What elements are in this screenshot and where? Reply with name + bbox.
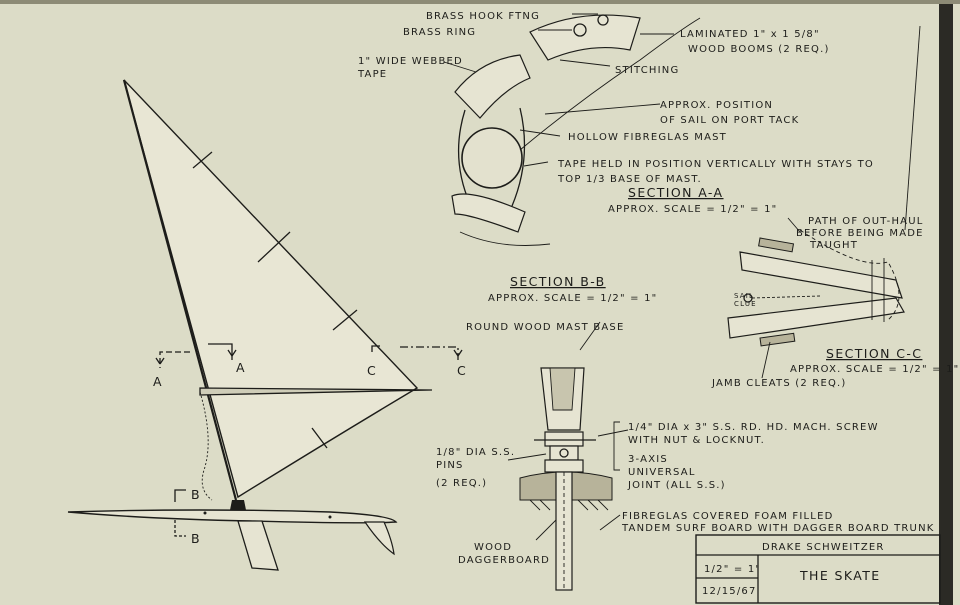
ujoint-upper <box>544 431 584 447</box>
jamb-cleat-lower <box>759 332 796 347</box>
screw-label-2: WITH NUT & LOCKNUT. <box>628 435 765 446</box>
laminated-label-1: LAMINATED 1" x 1 5/8" <box>680 29 820 40</box>
jamb-cleat-upper <box>758 237 795 253</box>
laminated-label-2: WOOD BOOMS (2 REQ.) <box>688 44 830 55</box>
surfboard-label-2: TANDEM SURF BOARD WITH DAGGER BOARD TRUN… <box>621 523 935 534</box>
section-aa-scale: APPROX. SCALE = 1/2" = 1" <box>608 204 777 215</box>
title-block <box>695 534 941 604</box>
section-c-c-drawing <box>727 217 905 379</box>
batten-3 <box>332 309 358 331</box>
ujoint-label-1: 3-AXIS <box>628 454 668 465</box>
tape-held-label-1: TAPE HELD IN POSITION VERTICALLY WITH ST… <box>557 159 874 170</box>
section-a-marker-left <box>159 351 190 368</box>
skeg <box>363 521 395 556</box>
ujoint-lower <box>544 459 584 473</box>
boom-c-lower <box>727 297 905 339</box>
section-b-marker-top <box>174 489 186 502</box>
mast-step <box>230 500 246 510</box>
hollow-mast-label: HOLLOW FIBREGLAS MAST <box>568 132 727 143</box>
section-b-marker-bottom <box>174 520 186 537</box>
drawing-title: THE SKATE <box>799 568 881 583</box>
surfboard <box>67 509 398 524</box>
mark-a-right: A <box>236 360 246 375</box>
mark-b-bottom: B <box>191 531 201 546</box>
section-b-b-drawing <box>507 321 629 591</box>
webbed-tape-label-1: 1" WIDE WEBBED <box>358 56 463 67</box>
section-a-a-drawing <box>443 13 921 246</box>
surfboard-label-1: FIBREGLAS COVERED FOAM FILLED <box>622 511 834 522</box>
mast <box>122 79 238 501</box>
section-a-marker-right <box>208 343 233 360</box>
sailboard-side-view: A A C C B B <box>67 79 467 571</box>
mark-c-right: C <box>457 363 467 378</box>
title-scale: 1/2" = 1' <box>704 564 759 575</box>
upper-boom-left <box>454 54 531 119</box>
section-aa-title: SECTION A-A <box>628 185 724 200</box>
section-cc-title: SECTION C-C <box>826 346 922 361</box>
uphaul-line <box>199 391 213 501</box>
section-bb-title: SECTION B-B <box>510 274 606 289</box>
brass-hook-label: BRASS HOOK FTNG <box>426 11 540 22</box>
mark-a-left: A <box>153 374 163 389</box>
ujoint-label-3: JOINT (ALL S.S.) <box>627 480 726 491</box>
upper-boom-top <box>529 14 641 61</box>
designer-name: DRAKE SCHWEITZER <box>762 542 885 553</box>
pins-label-2: PINS <box>436 460 464 471</box>
daggerboard-label-2: DAGGERBOARD <box>458 555 550 566</box>
pins-label-3: (2 REQ.) <box>436 478 487 489</box>
stitching-label: STITCHING <box>615 65 679 76</box>
screw-label-1: 1/4" DIA x 3" S.S. RD. HD. MACH. SCREW <box>628 422 879 433</box>
sail-position-label-1: APPROX. POSITION <box>660 100 773 111</box>
ujoint-label-2: UNIVERSAL <box>628 467 696 478</box>
section-bb-scale: APPROX. SCALE = 1/2" = 1" <box>488 293 657 304</box>
sail-clue-label-1: SAIL <box>734 292 754 300</box>
outhaul-label-2: BEFORE BEING MADE <box>796 228 924 239</box>
batten-2 <box>257 231 291 263</box>
brass-ring-label: BRASS RING <box>403 27 476 38</box>
sail <box>123 79 419 499</box>
boom-c-upper <box>739 251 903 299</box>
outhaul-path <box>799 229 900 321</box>
wishbone-boom <box>199 387 433 396</box>
title-date: 12/15/67 <box>702 586 757 597</box>
pins-label-1: 1/8" DIA S.S. <box>436 447 515 458</box>
webbed-tape-label-2: TAPE <box>357 69 387 80</box>
tape-held-label-2: TOP 1/3 BASE OF MAST. <box>557 174 702 185</box>
outhaul-label-1: PATH OF OUT-HAUL <box>808 216 924 227</box>
daggerboard-label-1: WOOD <box>474 542 512 553</box>
daggerboard <box>237 520 279 571</box>
hollow-mast <box>461 127 523 189</box>
jamb-cleats-label: JAMB CLEATS (2 REQ.) <box>711 378 847 389</box>
sail-position-label-2: OF SAIL ON PORT TACK <box>660 115 799 126</box>
round-mast-label: ROUND WOOD MAST BASE <box>466 322 624 333</box>
mark-b-top: B <box>191 487 201 502</box>
outhaul-label-3: TAUGHT <box>809 240 858 251</box>
sail-clue-label-2: CLUE <box>734 300 757 308</box>
ujoint-middle <box>549 445 579 461</box>
batten-4 <box>311 427 328 449</box>
mark-c-left: C <box>367 363 377 378</box>
lower-boom <box>451 193 526 233</box>
section-cc-scale: APPROX. SCALE = 1/2" = 1" <box>790 364 959 375</box>
round-wood-mast-base <box>549 367 576 411</box>
batten-1 <box>192 151 213 169</box>
